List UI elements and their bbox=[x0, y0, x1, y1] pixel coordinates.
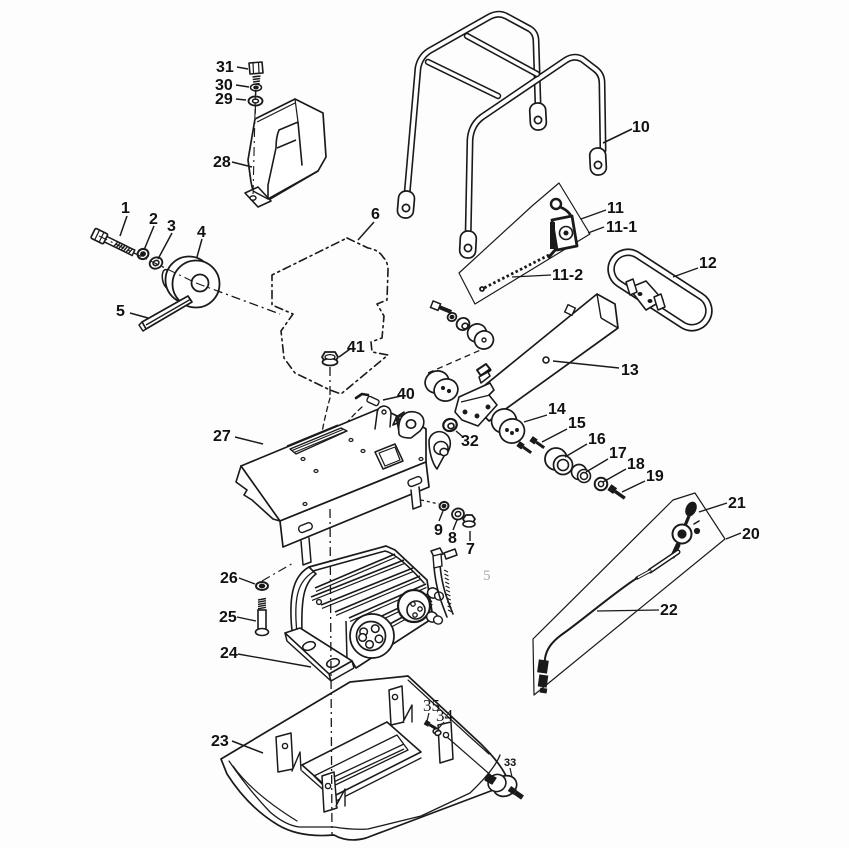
svg-text:30: 30 bbox=[215, 77, 233, 94]
svg-text:16: 16 bbox=[588, 431, 606, 448]
svg-text:28: 28 bbox=[213, 154, 231, 171]
svg-text:29: 29 bbox=[215, 91, 233, 108]
svg-text:21: 21 bbox=[728, 495, 746, 512]
svg-text:11: 11 bbox=[607, 200, 624, 217]
svg-text:26: 26 bbox=[220, 570, 238, 587]
svg-text:40: 40 bbox=[397, 386, 415, 403]
svg-text:27: 27 bbox=[213, 428, 231, 445]
svg-text:7: 7 bbox=[466, 541, 475, 558]
svg-text:19: 19 bbox=[646, 468, 664, 485]
svg-text:1: 1 bbox=[121, 200, 130, 217]
svg-text:5: 5 bbox=[116, 303, 125, 320]
svg-text:12: 12 bbox=[699, 255, 717, 272]
svg-text:18: 18 bbox=[627, 456, 645, 473]
svg-text:35: 35 bbox=[423, 696, 440, 715]
svg-text:24: 24 bbox=[220, 645, 238, 662]
svg-text:8: 8 bbox=[448, 530, 457, 547]
svg-text:25: 25 bbox=[219, 609, 237, 626]
svg-text:10: 10 bbox=[632, 119, 650, 136]
svg-text:15: 15 bbox=[568, 415, 586, 432]
svg-text:31: 31 bbox=[216, 59, 234, 76]
svg-text:22: 22 bbox=[660, 602, 678, 619]
svg-text:17: 17 bbox=[609, 445, 627, 462]
svg-text:20: 20 bbox=[742, 526, 760, 543]
svg-text:11-2: 11-2 bbox=[552, 267, 583, 284]
svg-text:14: 14 bbox=[548, 401, 566, 418]
svg-text:34: 34 bbox=[436, 706, 454, 725]
svg-text:41: 41 bbox=[347, 339, 365, 356]
svg-text:13: 13 bbox=[621, 362, 639, 379]
svg-text:5: 5 bbox=[483, 568, 491, 584]
svg-text:32: 32 bbox=[461, 433, 479, 450]
svg-text:3: 3 bbox=[167, 218, 176, 235]
svg-text:9: 9 bbox=[434, 522, 443, 539]
svg-text:23: 23 bbox=[211, 733, 229, 750]
svg-text:33: 33 bbox=[504, 757, 516, 769]
svg-text:6: 6 bbox=[371, 206, 380, 223]
svg-text:4: 4 bbox=[197, 224, 206, 241]
svg-text:11-1: 11-1 bbox=[606, 219, 637, 236]
svg-text:2: 2 bbox=[149, 211, 158, 228]
